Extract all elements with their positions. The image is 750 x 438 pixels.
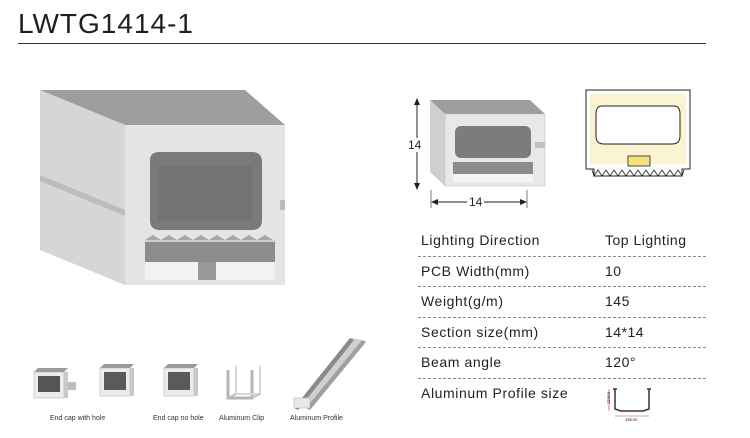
end-cap-no-hole-image	[99, 364, 134, 397]
spec-row: Section size(mm) 14*14	[418, 318, 706, 348]
spec-label: Aluminum Profile size	[421, 384, 569, 401]
spec-value: Top Lighting	[605, 232, 687, 248]
width-dimension-label: 14	[467, 195, 485, 209]
aluminum-profile-size-drawing: 11mm 16mm	[606, 387, 651, 421]
spec-row: Weight(g/m) 145	[418, 287, 706, 318]
aluminum-clip-image	[226, 366, 261, 400]
height-dimension-label: 14	[408, 138, 422, 152]
product-3d-render	[40, 90, 285, 285]
spec-label: Section size(mm)	[421, 323, 539, 340]
accessories-row: End cap with hole End cap no hole Alumin…	[0, 330, 400, 430]
spec-row: Aluminum Profile size 11mm 16mm	[418, 379, 706, 421]
spec-value: 145	[605, 293, 630, 309]
product-title: LWTG1414-1	[18, 8, 194, 39]
end-cap-no-hole-image	[163, 364, 198, 397]
spec-label: Beam angle	[421, 354, 502, 370]
end-cap-with-hole-image	[33, 368, 76, 399]
accessory-caption: Aluminum Profile	[290, 415, 343, 422]
title-divider	[18, 43, 706, 44]
accessory-caption: End cap with hole	[50, 415, 106, 422]
spec-label: Weight(g/m)	[421, 293, 504, 309]
profile-width-label: 16mm	[625, 417, 638, 421]
spec-value: 10	[605, 262, 622, 279]
accessory-caption: Aluminum Clip	[219, 415, 265, 422]
spec-row: Lighting Direction Top Lighting	[418, 226, 706, 257]
accessory-caption: End cap no hole	[153, 415, 204, 422]
spec-table: Lighting Direction Top Lighting PCB Widt…	[418, 226, 706, 421]
lighting-cross-section-drawing	[585, 89, 691, 177]
spec-row: Beam angle 120°	[418, 348, 706, 379]
spec-label: PCB Width(mm)	[421, 262, 530, 279]
section-dimension-drawing	[414, 98, 546, 208]
spec-label: Lighting Direction	[421, 232, 540, 248]
ridges	[145, 235, 273, 240]
profile-height-label: 11mm	[606, 391, 611, 403]
aluminum-profile-image	[293, 338, 366, 410]
spec-value: 14*14	[605, 323, 645, 340]
spec-value: 120°	[605, 354, 636, 370]
spec-row: PCB Width(mm) 10	[418, 257, 706, 287]
